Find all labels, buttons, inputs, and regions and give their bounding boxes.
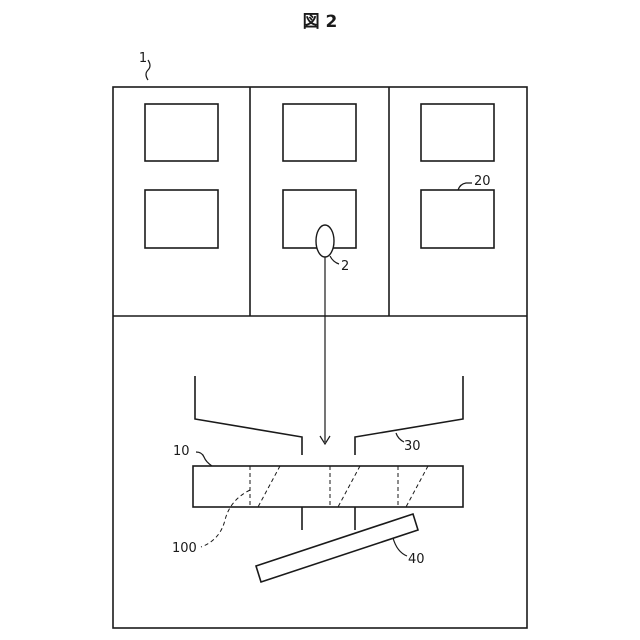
cell-middle-top [283,104,356,161]
cell-left-top [145,104,218,161]
leader-cell [458,183,472,190]
label-droplet: 2 [341,259,349,274]
region-line [338,466,360,507]
region-line [406,466,428,507]
leader-region [201,490,250,547]
droplet-shape [316,225,334,257]
plate-body [256,514,418,582]
leader-plate [393,538,407,556]
stage-body [193,466,463,507]
label-plate: 40 [408,552,425,567]
cell-left-bottom [145,190,218,248]
region-line [258,466,280,507]
leader-stage [196,452,212,466]
nozzle-left-wall [195,376,302,455]
label-nozzle: 30 [404,439,421,454]
label-cell: 20 [474,174,491,189]
cell-right-bottom [421,190,494,248]
label-region: 100 [172,541,197,556]
figure-title: 図 2 [303,12,338,32]
leader-droplet [330,256,339,264]
cell-right-top [421,104,494,161]
label-stage: 10 [173,444,190,459]
label-device: 1 [139,51,147,66]
leader-nozzle [396,433,404,442]
